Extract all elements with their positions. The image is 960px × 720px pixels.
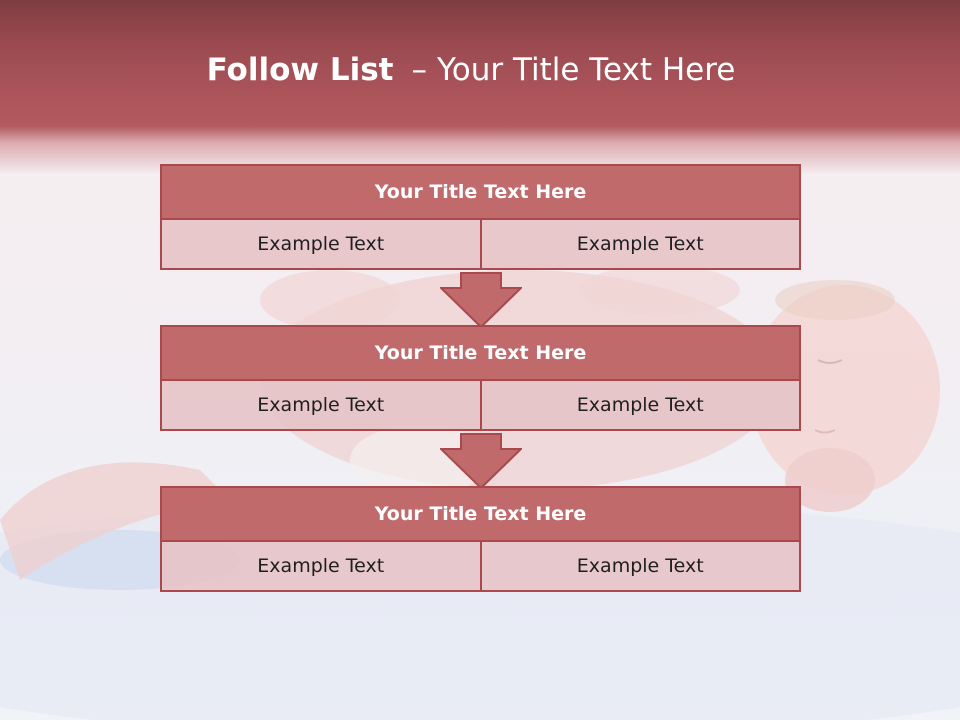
block-cell-right: Example Text bbox=[479, 220, 799, 268]
title-rest: Your Title Text Here bbox=[436, 52, 736, 88]
block-cell-right: Example Text bbox=[479, 381, 799, 429]
block-title: Your Title Text Here bbox=[160, 486, 801, 542]
down-arrow-icon bbox=[440, 272, 522, 328]
block-cell-right: Example Text bbox=[479, 542, 799, 590]
block-cell-left: Example Text bbox=[162, 220, 480, 268]
list-block-2: Your Title Text Here Example Text Exampl… bbox=[160, 325, 801, 431]
block-row: Example Text Example Text bbox=[160, 220, 801, 270]
list-block-1: Your Title Text Here Example Text Exampl… bbox=[160, 164, 801, 270]
slide-title: Follow List–Your Title Text Here bbox=[0, 52, 942, 88]
list-block-3: Your Title Text Here Example Text Exampl… bbox=[160, 486, 801, 592]
block-row: Example Text Example Text bbox=[160, 542, 801, 592]
block-cell-left: Example Text bbox=[162, 381, 480, 429]
block-title: Your Title Text Here bbox=[160, 164, 801, 220]
block-title: Your Title Text Here bbox=[160, 325, 801, 381]
block-cell-left: Example Text bbox=[162, 542, 480, 590]
title-separator: – bbox=[411, 52, 427, 88]
block-row: Example Text Example Text bbox=[160, 381, 801, 431]
title-bold: Follow List bbox=[206, 52, 394, 88]
header-band bbox=[0, 0, 960, 175]
down-arrow-icon bbox=[440, 433, 522, 489]
